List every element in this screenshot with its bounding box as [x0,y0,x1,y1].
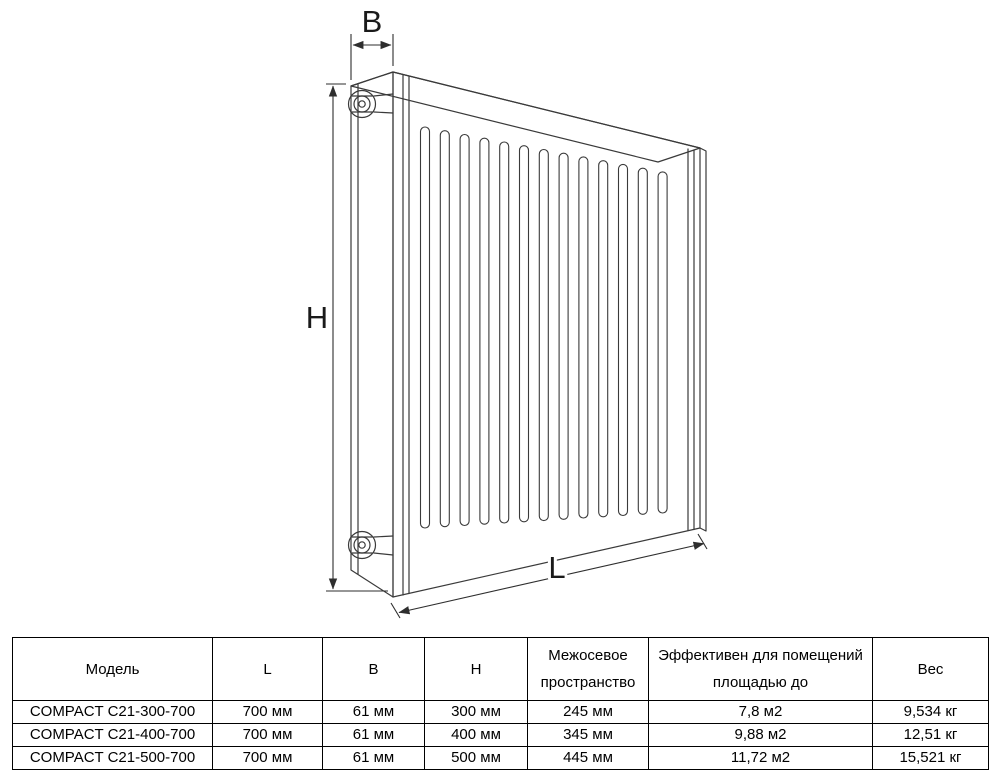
cell-h: 500 мм [424,746,528,770]
dim-label-h: H [306,300,328,335]
spec-table-header-row: Модель L B H Межосевое пространство Эффе… [12,637,989,701]
dimension-l [390,533,708,619]
table-row: COMPACT C21-300-700 700 мм 61 мм 300 мм … [12,700,989,724]
cell-l: 700 мм [212,723,323,747]
col-header-weight: Вес [872,637,989,701]
dimension-lines [326,34,708,619]
radiator-body [347,71,707,598]
dim-label-l: L [548,550,565,585]
cell-b: 61 мм [322,700,425,724]
dimension-h [326,83,388,592]
cell-area: 9,88 м2 [648,723,873,747]
cell-area: 7,8 м2 [648,700,873,724]
table-row: COMPACT C21-400-700 700 мм 61 мм 400 мм … [12,723,989,747]
cell-spacing: 445 мм [527,746,649,770]
table-row: COMPACT C21-500-700 700 мм 61 мм 500 мм … [12,746,989,770]
radiator-right-edge [699,147,707,532]
cell-spacing: 345 мм [527,723,649,747]
cell-l: 700 мм [212,700,323,724]
cell-spacing: 245 мм [527,700,649,724]
col-header-area: Эффективен для помещений площадью до [648,637,873,701]
cell-h: 300 мм [424,700,528,724]
cell-model: COMPACT C21-300-700 [12,700,213,724]
cell-l: 700 мм [212,746,323,770]
cell-b: 61 мм [322,746,425,770]
spec-table: Модель L B H Межосевое пространство Эффе… [12,637,989,770]
valve-bottom [347,530,394,560]
col-header-h: H [424,637,528,701]
radiator-ribs [419,126,668,529]
col-header-l: L [212,637,323,701]
cell-model: COMPACT C21-500-700 [12,746,213,770]
col-header-b: B [322,637,425,701]
cell-area: 11,72 м2 [648,746,873,770]
cell-h: 400 мм [424,723,528,747]
cell-model: COMPACT C21-400-700 [12,723,213,747]
cell-weight: 15,521 кг [872,746,989,770]
cell-b: 61 мм [322,723,425,747]
radiator-diagram: B H L [305,4,708,619]
col-header-spacing: Межосевое пространство [527,637,649,701]
dimension-b [350,34,394,80]
valve-top [347,89,394,119]
radiator-side-panel [350,71,394,598]
cell-weight: 9,534 кг [872,700,989,724]
dim-label-b: B [362,4,383,39]
cell-weight: 12,51 кг [872,723,989,747]
col-header-model: Модель [12,637,213,701]
